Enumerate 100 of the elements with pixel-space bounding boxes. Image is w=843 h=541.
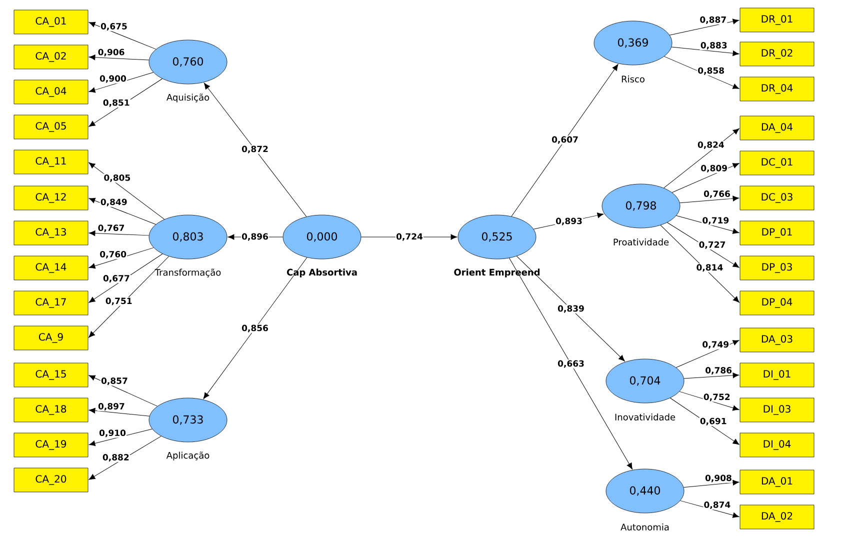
indicator-box: DA_03 bbox=[740, 328, 814, 352]
arrow bbox=[669, 18, 740, 36]
indicator-box: CA_05 bbox=[14, 114, 88, 140]
arrow bbox=[667, 222, 740, 268]
edge-label: 0,872 bbox=[240, 145, 270, 154]
indicator-box: CA_18 bbox=[14, 398, 88, 422]
edge-label: 0,675 bbox=[100, 22, 128, 32]
edge-label: 0,607 bbox=[550, 136, 580, 144]
indicator-box: DI_01 bbox=[740, 362, 814, 388]
arrow bbox=[203, 257, 308, 400]
arrow bbox=[511, 64, 618, 217]
indicator-box: CA_04 bbox=[14, 80, 88, 104]
edge-label: 0,677 bbox=[102, 274, 130, 284]
arrow bbox=[660, 224, 740, 303]
arrow bbox=[671, 46, 740, 56]
indicator-box: CA_13 bbox=[14, 220, 88, 246]
indicator-box: CA_11 bbox=[14, 150, 88, 174]
arrow bbox=[680, 196, 740, 204]
arrow bbox=[88, 22, 156, 50]
arrow bbox=[88, 436, 162, 480]
arrow bbox=[88, 78, 163, 127]
indicator-box: DR_01 bbox=[740, 8, 814, 32]
edge-label: 0,751 bbox=[104, 297, 133, 306]
indicator-box: CA_12 bbox=[14, 186, 88, 210]
indicator-box: DI_03 bbox=[740, 398, 814, 422]
indicator-box: CA_14 bbox=[14, 256, 88, 280]
edge-label: 0,727 bbox=[698, 240, 726, 250]
edge-label: 0,897 bbox=[97, 402, 126, 412]
edge-label: 0,814 bbox=[696, 264, 724, 272]
latent-name: Autonomia bbox=[620, 522, 670, 532]
arrow bbox=[88, 198, 156, 225]
edge-label: 0,760 bbox=[99, 250, 128, 260]
latent-name: Transformação bbox=[154, 268, 222, 278]
arrow bbox=[88, 162, 165, 220]
indicator-box: CA_02 bbox=[14, 44, 88, 70]
edge-label: 0,900 bbox=[98, 74, 128, 84]
edge-label: 0,766 bbox=[702, 190, 732, 199]
arrow bbox=[88, 247, 154, 269]
indicator-box: CA_17 bbox=[14, 290, 88, 316]
edge-label: 0,883 bbox=[700, 41, 728, 50]
edge-label: 0,839 bbox=[556, 304, 586, 314]
edge-label: 0,786 bbox=[704, 366, 733, 376]
arrow bbox=[679, 391, 740, 411]
indicator-box: DA_01 bbox=[740, 470, 814, 494]
edge-label: 0,858 bbox=[697, 66, 726, 76]
edge-label: 0,749 bbox=[702, 340, 730, 350]
indicator-box: DP_04 bbox=[740, 290, 814, 316]
indicator-box: DC_01 bbox=[740, 150, 814, 176]
edge-label: 0,719 bbox=[702, 216, 730, 226]
latent-name: Aplicação bbox=[165, 450, 211, 462]
arrow bbox=[676, 340, 740, 368]
edge-label: 0,856 bbox=[240, 324, 270, 333]
latent-name: Risco bbox=[620, 74, 646, 84]
arrow bbox=[680, 500, 740, 518]
edge-label: 0,752 bbox=[702, 393, 731, 402]
indicator-box: DA_02 bbox=[740, 504, 814, 530]
edge-label: 0,851 bbox=[102, 98, 130, 108]
indicator-box: CA_19 bbox=[14, 432, 88, 458]
latent-name: Inovatividade bbox=[613, 412, 677, 422]
arrow bbox=[676, 215, 740, 234]
edge-label: 0,805 bbox=[103, 174, 132, 183]
edge-label: 0,893 bbox=[554, 217, 584, 226]
arrow bbox=[684, 372, 740, 379]
arrow bbox=[88, 428, 152, 446]
edge-label: 0,824 bbox=[696, 140, 725, 150]
edge-label: 0,767 bbox=[97, 224, 126, 233]
edge-label: 0,663 bbox=[556, 360, 586, 368]
indicator-box: CA_20 bbox=[14, 468, 88, 492]
arrow bbox=[672, 163, 740, 193]
edge-label: 0,809 bbox=[700, 164, 728, 173]
edge-label: 0,882 bbox=[102, 453, 130, 462]
arrow bbox=[516, 256, 625, 362]
edge-label: 0,910 bbox=[98, 429, 127, 438]
indicator-box: CA_15 bbox=[14, 362, 88, 388]
edge-label: 0,849 bbox=[100, 198, 128, 207]
arrow bbox=[664, 128, 740, 188]
arrow bbox=[88, 408, 150, 416]
arrow bbox=[88, 254, 163, 303]
edge-label: 0,874 bbox=[703, 500, 732, 510]
indicator-box: CA_01 bbox=[14, 10, 88, 34]
edge-label: 0,724 bbox=[395, 232, 424, 242]
edge-label: 0,906 bbox=[97, 48, 126, 57]
edge-label: 0,691 bbox=[699, 417, 728, 426]
indicator-box: DR_04 bbox=[740, 76, 814, 102]
arrow bbox=[683, 480, 740, 488]
arrow bbox=[664, 56, 740, 89]
indicator-box: DA_04 bbox=[740, 116, 814, 140]
edge-label: 0,857 bbox=[100, 376, 129, 386]
arrow bbox=[509, 258, 633, 470]
indicator-box: CA_9 bbox=[14, 326, 88, 350]
latent-name: Aquisição bbox=[165, 92, 211, 104]
indicator-box: DR_02 bbox=[740, 42, 814, 66]
arrow bbox=[88, 256, 170, 338]
edge-label: 0,896 bbox=[240, 232, 270, 242]
arrow bbox=[88, 230, 150, 236]
arrow bbox=[88, 54, 150, 60]
indicator-box: DP_01 bbox=[740, 220, 814, 246]
edge-label: 0,887 bbox=[699, 16, 728, 25]
indicator-box: DP_03 bbox=[740, 256, 814, 280]
arrow bbox=[88, 72, 154, 93]
